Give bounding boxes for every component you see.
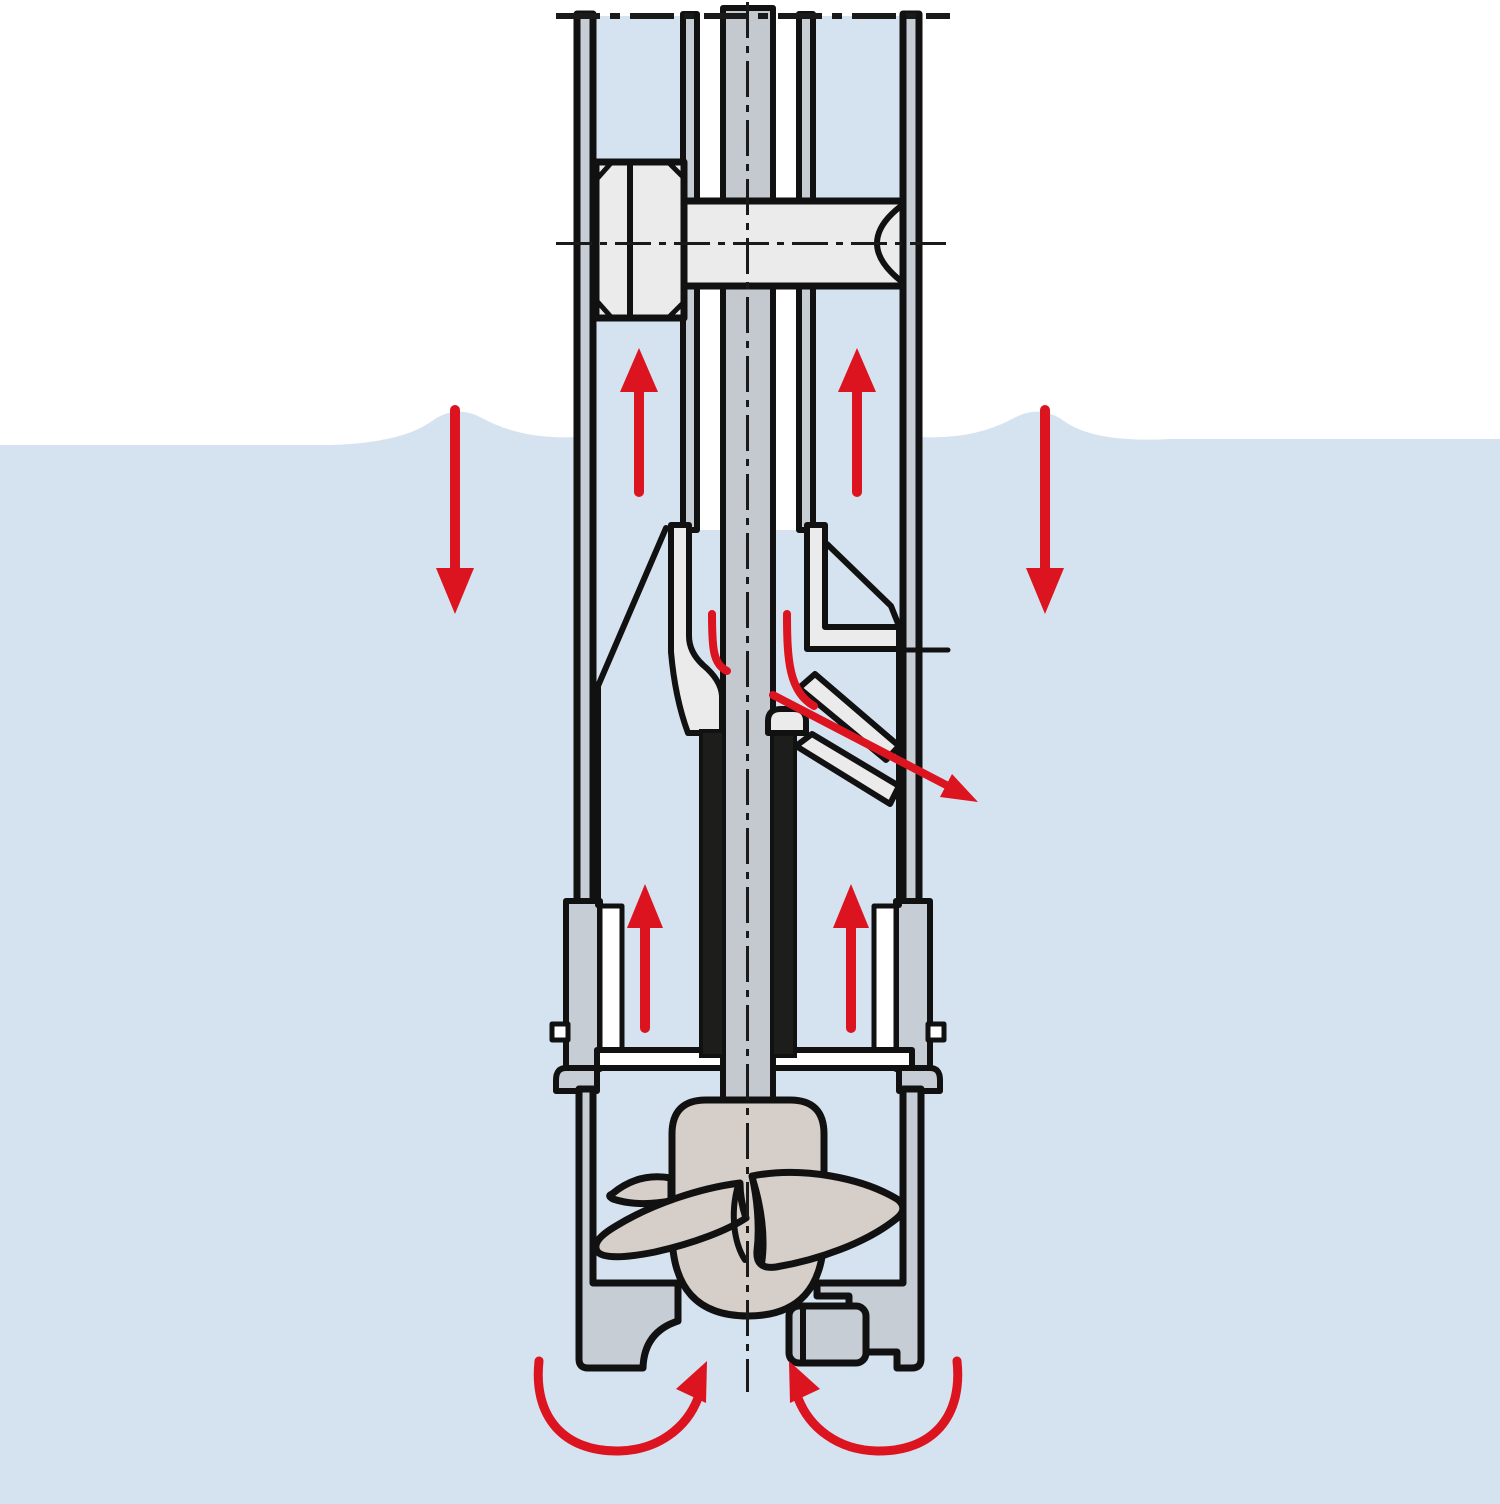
column-wall-left	[573, 10, 597, 906]
inlet-arc-left	[533, 1356, 703, 1456]
guide-claw-bracket	[804, 522, 902, 652]
drawdown-head-left	[436, 568, 474, 614]
riser-upflow-head-right	[838, 348, 876, 392]
cone-edge-right	[824, 541, 902, 629]
seal-cartridge-right	[770, 729, 797, 1058]
pump-body-wall-right	[893, 898, 933, 1072]
blade-fold-right	[749, 1173, 767, 1267]
trickle-arrow-right	[783, 610, 818, 710]
casing-flare-left	[553, 1065, 600, 1094]
body-notch-left	[549, 1021, 571, 1043]
pump-body-wall-left	[563, 898, 603, 1072]
leakage-arrow-head	[940, 774, 978, 802]
guide-cone	[595, 525, 902, 908]
trickle-arrow-left	[708, 610, 731, 675]
inlet-arc-head-right	[789, 1361, 820, 1403]
inlet-arc-right	[793, 1356, 963, 1456]
seal-cartridge-left	[699, 729, 726, 1058]
bowl-upflow-head-right	[833, 884, 869, 928]
hex-chamfers	[593, 159, 687, 321]
inlet-arc-head-left	[676, 1361, 707, 1403]
suction-casing-left	[575, 1085, 682, 1372]
bearing-block-body	[785, 1302, 870, 1367]
drawdown-head-right	[1026, 568, 1064, 614]
pump-liner-right	[871, 903, 899, 1059]
body-notch-right	[925, 1021, 947, 1043]
bearing-block	[785, 1302, 870, 1367]
guide-funnel-left	[668, 522, 725, 736]
propeller-blade-right	[748, 1168, 907, 1271]
duct-lower-right	[793, 731, 902, 807]
riser-upflow-head-left	[620, 348, 658, 392]
cone-edge-left	[595, 525, 669, 689]
propeller-blade-left	[592, 1179, 750, 1261]
blade-back-wing-left	[606, 1173, 675, 1208]
casing-flare-right	[896, 1065, 943, 1094]
bowl-upflow-head-left	[627, 884, 663, 928]
suction-casing-right	[813, 1085, 925, 1372]
bolt-hex-head	[592, 158, 688, 322]
pump-liner-left	[597, 903, 625, 1059]
blade-fold-left	[730, 1182, 748, 1263]
leakage-arrow-line	[769, 691, 954, 791]
flow-arrows	[436, 348, 1064, 1456]
